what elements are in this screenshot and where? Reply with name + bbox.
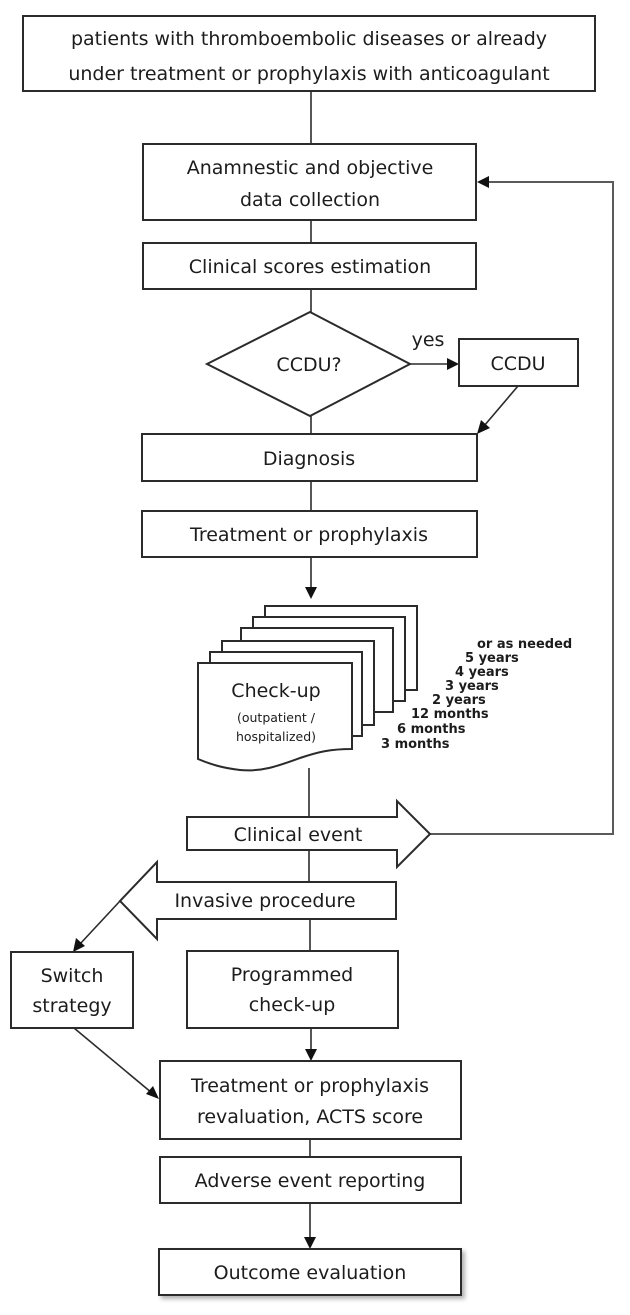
ccdu-box	[458, 338, 579, 387]
feedback-loop-line	[430, 181, 614, 835]
ccdu-decision-diamond	[204, 310, 413, 418]
data-collection-box	[142, 143, 477, 221]
switch-strategy-line2: strategy	[32, 995, 111, 1017]
revaluation-line2: revaluation, ACTS score	[197, 1106, 423, 1128]
adverse-event-label: Adverse event reporting	[195, 1170, 426, 1192]
start-box	[22, 15, 596, 92]
outcome-box	[158, 1248, 462, 1296]
arrowhead-ccdu	[447, 358, 459, 370]
arrowhead-diagnosis	[477, 420, 490, 434]
programmed-checkup-box	[186, 950, 399, 1029]
ccdu-decision-label: CCDU?	[276, 354, 341, 376]
clinical-event-arrow	[186, 798, 432, 870]
data-collection-line1: Anamnestic and objective	[187, 157, 434, 179]
programmed-checkup-line2: check-up	[249, 994, 336, 1016]
checkup-sub-line2: hospitalized)	[236, 729, 316, 744]
diagnosis-label: Diagnosis	[263, 448, 355, 470]
interval-label: 2 years	[432, 693, 486, 708]
connector-switch-to-revaluation	[73, 1027, 153, 1094]
revaluation-line1: Treatment or prophylaxis	[190, 1075, 429, 1097]
start-text-line2: under treatment or prophylaxis with anti…	[68, 63, 549, 85]
interval-label: 5 years	[465, 651, 519, 666]
checkup-intervals: or as needed 5 years 4 years 3 years 2 y…	[381, 637, 572, 752]
treatment-box	[141, 510, 478, 558]
interval-label: 12 months	[411, 707, 489, 722]
interval-label: 6 months	[397, 722, 466, 737]
arrowhead-revaluation	[305, 1049, 317, 1061]
interval-label: or as needed	[477, 637, 572, 652]
checkup-page-stack	[197, 605, 418, 772]
clinical-scores-label: Clinical scores estimation	[189, 256, 431, 278]
invasive-procedure-arrow	[118, 859, 397, 942]
checkup-sub-line1: (outpatient /	[237, 710, 316, 725]
programmed-checkup-line1: Programmed	[231, 964, 353, 986]
connector-ccdu-to-diagnosis	[483, 385, 519, 427]
outcome-label: Outcome evaluation	[214, 1262, 407, 1284]
adverse-event-box	[159, 1156, 462, 1204]
revaluation-box	[159, 1060, 462, 1140]
arrowhead-checkup	[305, 587, 317, 599]
interval-label: 3 months	[381, 737, 450, 752]
data-collection-line2: data collection	[240, 189, 380, 211]
switch-strategy-line1: Switch	[41, 965, 104, 987]
invasive-procedure-label: Invasive procedure	[174, 890, 355, 912]
arrowhead-outcome	[304, 1237, 316, 1249]
checkup-document-front	[197, 662, 353, 772]
yes-label: yes	[412, 329, 445, 351]
arrowhead-revaluation-left	[146, 1086, 159, 1099]
treatment-label: Treatment or prophylaxis	[189, 524, 428, 546]
switch-strategy-box	[10, 951, 134, 1029]
ccdu-label: CCDU	[490, 353, 545, 375]
clinical-event-label: Clinical event	[234, 824, 363, 846]
diagnosis-box	[141, 433, 478, 482]
interval-label: 4 years	[455, 665, 509, 680]
arrowhead-feedback	[477, 176, 489, 188]
clinical-scores-box	[142, 242, 477, 290]
interval-label: 3 years	[445, 679, 499, 694]
checkup-title: Check-up	[231, 680, 320, 702]
arrowhead-switch	[73, 938, 85, 952]
connector-invasive-to-switch	[79, 900, 121, 945]
start-text-line1: patients with thromboembolic diseases or…	[71, 28, 547, 50]
